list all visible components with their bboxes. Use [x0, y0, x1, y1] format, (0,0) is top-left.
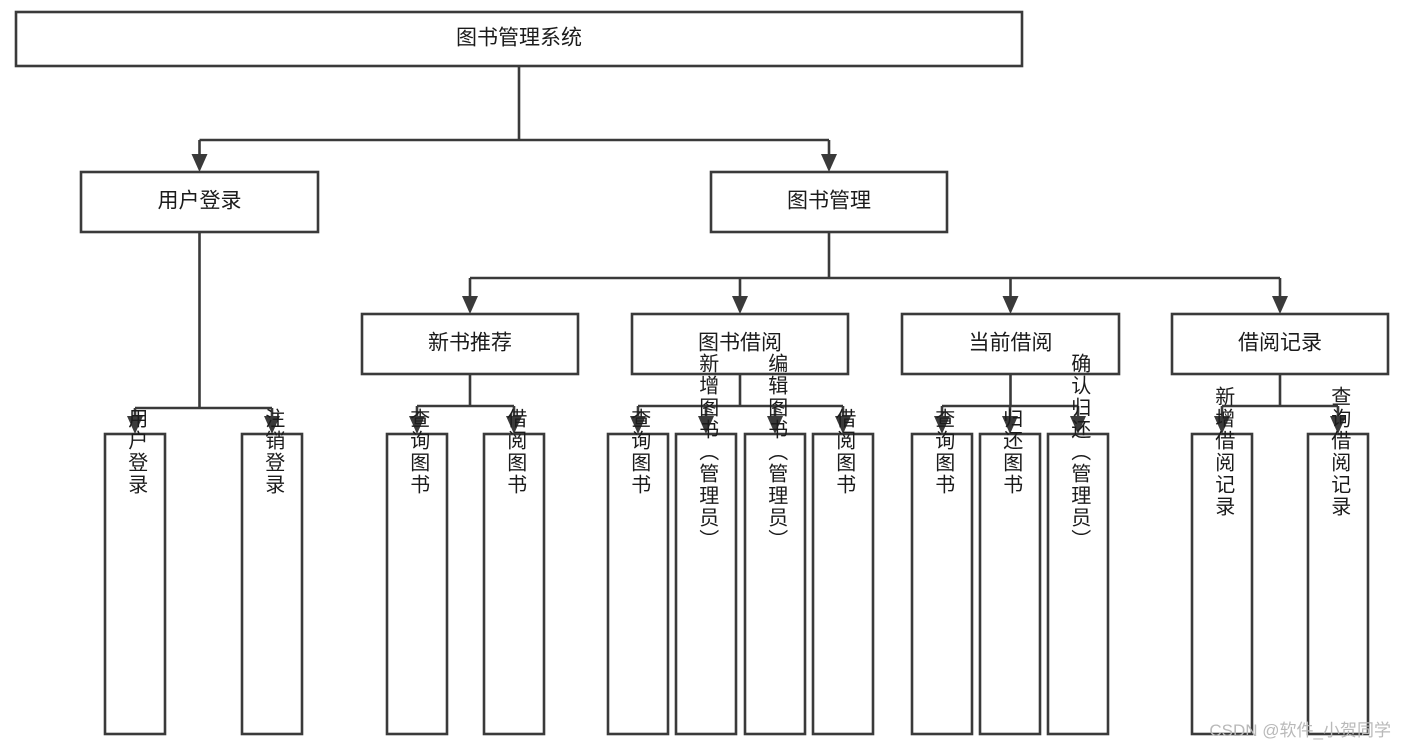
- node-leaf-edit-book[interactable]: 编辑图书（管理员）: [743, 353, 807, 736]
- arrow-head: [732, 296, 748, 314]
- arrow-head: [191, 154, 208, 172]
- node-user-login[interactable]: 用户登录: [79, 170, 320, 234]
- arrow-head: [698, 416, 714, 434]
- node-box-leaf-query-book-rec: [385, 432, 449, 736]
- node-box-leaf-add-record: [1190, 432, 1254, 736]
- node-box-leaf-add-book: [674, 432, 738, 736]
- node-label-leaf-query-book-rec: 查询图书: [407, 408, 430, 496]
- arrow-head: [409, 416, 425, 434]
- arrow-head: [1070, 416, 1086, 434]
- arrow-head: [835, 416, 851, 434]
- arrow-head: [934, 416, 950, 434]
- arrow-head: [264, 416, 280, 434]
- node-root[interactable]: 图书管理系统: [14, 10, 1024, 68]
- node-book-manage[interactable]: 图书管理: [709, 170, 949, 234]
- node-label-book-borrow: 图书借阅: [698, 332, 782, 355]
- node-leaf-query-record[interactable]: 查询借阅记录: [1306, 386, 1370, 736]
- node-new-book-rec[interactable]: 新书推荐: [360, 312, 580, 376]
- node-layer: 图书管理系统用户登录图书管理新书推荐图书借阅当前借阅借阅记录用户登录注销登录查询…: [14, 10, 1390, 736]
- node-box-leaf-query-record: [1306, 432, 1370, 736]
- arrow-head: [1002, 296, 1019, 314]
- node-leaf-add-record[interactable]: 新增借阅记录: [1190, 386, 1254, 736]
- node-label-leaf-user-logout: 注销登录: [262, 408, 285, 496]
- node-box-current-borrow: [900, 312, 1121, 376]
- arrow-head: [127, 416, 143, 434]
- node-label-book-manage: 图书管理: [787, 190, 871, 213]
- node-box-book-borrow: [630, 312, 850, 376]
- arrow-head: [1002, 416, 1018, 434]
- node-label-borrow-record: 借阅记录: [1238, 332, 1322, 355]
- node-leaf-user-logout[interactable]: 注销登录: [240, 408, 304, 736]
- node-leaf-query-book-borrow[interactable]: 查询图书: [606, 408, 670, 736]
- node-box-root: [14, 10, 1024, 68]
- node-borrow-record[interactable]: 借阅记录: [1170, 312, 1390, 376]
- node-leaf-query-book-rec[interactable]: 查询图书: [385, 408, 449, 736]
- node-box-leaf-query-book-borrow: [606, 432, 670, 736]
- node-label-leaf-query-book-cur: 查询图书: [932, 408, 955, 496]
- node-box-borrow-record: [1170, 312, 1390, 376]
- arrow-head: [462, 296, 478, 314]
- node-label-leaf-return-book: 归还图书: [1000, 408, 1023, 496]
- node-box-leaf-borrow-book-rec: [482, 432, 546, 736]
- node-box-book-manage: [709, 170, 949, 234]
- node-label-leaf-confirm-return: 确认归还（管理员）: [1068, 353, 1091, 551]
- connector-layer: [127, 66, 1346, 434]
- arrow-head: [1272, 296, 1288, 314]
- node-box-leaf-query-book-cur: [910, 432, 974, 736]
- node-label-leaf-add-book: 新增图书（管理员）: [696, 353, 719, 551]
- node-box-leaf-user-login: [103, 432, 167, 736]
- arrow-head: [1330, 416, 1346, 434]
- node-box-user-login: [79, 170, 320, 234]
- node-label-leaf-borrow-book-rec: 借阅图书: [504, 408, 527, 496]
- node-label-user-login: 用户登录: [158, 190, 242, 213]
- node-box-leaf-confirm-return: [1046, 432, 1110, 736]
- arrow-head: [767, 416, 783, 434]
- arrow-head: [630, 416, 646, 434]
- node-label-leaf-add-record: 新增借阅记录: [1212, 386, 1235, 518]
- node-box-leaf-edit-book: [743, 432, 807, 736]
- node-box-leaf-borrow-book: [811, 432, 875, 736]
- node-label-leaf-query-record: 查询借阅记录: [1328, 386, 1351, 518]
- node-leaf-borrow-book-rec[interactable]: 借阅图书: [482, 408, 546, 736]
- node-label-leaf-user-login: 用户登录: [125, 408, 148, 496]
- node-leaf-return-book[interactable]: 归还图书: [978, 408, 1042, 736]
- node-label-root: 图书管理系统: [456, 27, 582, 50]
- arrow-head: [821, 154, 837, 172]
- node-label-leaf-edit-book: 编辑图书（管理员）: [765, 353, 788, 551]
- node-leaf-query-book-cur[interactable]: 查询图书: [910, 408, 974, 736]
- node-current-borrow[interactable]: 当前借阅: [900, 312, 1121, 376]
- node-label-leaf-borrow-book: 借阅图书: [833, 408, 856, 496]
- node-leaf-confirm-return[interactable]: 确认归还（管理员）: [1046, 353, 1110, 736]
- node-leaf-user-login[interactable]: 用户登录: [103, 408, 167, 736]
- node-label-current-borrow: 当前借阅: [969, 332, 1053, 355]
- arrow-head: [506, 416, 522, 434]
- node-box-new-book-rec: [360, 312, 580, 376]
- node-book-borrow[interactable]: 图书借阅: [630, 312, 850, 376]
- arrow-head: [1214, 416, 1230, 434]
- node-box-leaf-return-book: [978, 432, 1042, 736]
- node-label-leaf-query-book-borrow: 查询图书: [628, 408, 651, 496]
- node-box-leaf-user-logout: [240, 432, 304, 736]
- node-label-new-book-rec: 新书推荐: [428, 332, 512, 355]
- node-leaf-borrow-book[interactable]: 借阅图书: [811, 408, 875, 736]
- node-leaf-add-book[interactable]: 新增图书（管理员）: [674, 353, 738, 736]
